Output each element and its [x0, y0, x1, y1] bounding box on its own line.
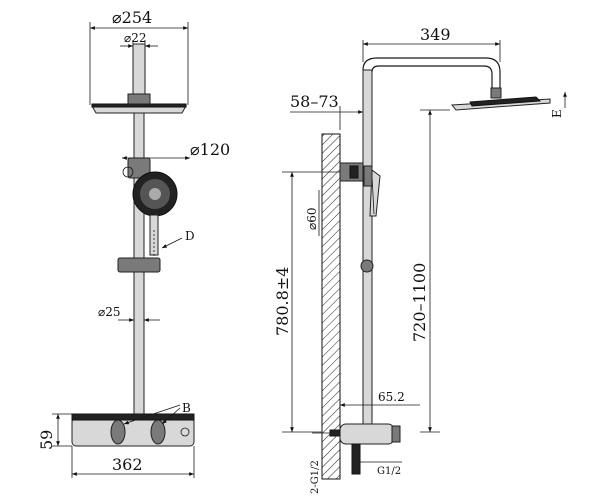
callout-e-label: E	[550, 109, 564, 118]
side-mixer	[329, 423, 401, 445]
front-view: ⌀254 ⌀22 ⌀120	[37, 8, 230, 478]
outlet-connection-label: G1/2	[377, 466, 401, 477]
callout-b: B	[123, 401, 191, 425]
side-riser-pipe	[362, 69, 373, 431]
hand-shower-diameter-label: ⌀120	[190, 140, 230, 159]
label-outlet-connection: G1/2	[360, 461, 402, 477]
callout-d-label: D	[185, 229, 195, 243]
dimension-mixer-height: 59	[37, 413, 72, 450]
lower-bracket	[117, 257, 161, 273]
hand-shower	[132, 171, 178, 257]
side-shower-head	[451, 96, 551, 111]
callout-d: D	[161, 229, 195, 249]
arm-diameter-label: ⌀22	[124, 31, 147, 45]
inlet-connection-label: 2-G1/2	[310, 460, 321, 494]
dimension-hand-shower-diameter: ⌀120	[122, 140, 230, 160]
head-height-label: 720–1100	[410, 263, 429, 342]
side-hand-shower	[363, 165, 381, 217]
side-shower-arm	[362, 57, 502, 99]
wall-offset-label: 58–73	[290, 92, 339, 111]
callout-b-label: B	[182, 401, 191, 415]
outlet-offset-label: 65.2	[378, 390, 405, 404]
wall	[321, 133, 341, 480]
mixer-width-label: 362	[112, 455, 143, 474]
dimension-outlet-offset: 65.2	[340, 390, 420, 420]
callout-e: E	[550, 92, 567, 118]
overhead-shower-head	[89, 22, 189, 114]
arm-reach-label: 349	[420, 25, 451, 44]
rail-diameter-label: ⌀25	[98, 305, 121, 319]
dimension-arm-reach: 349	[362, 25, 501, 62]
bracket-height-label: 780.8±4	[273, 267, 292, 336]
mixer-height-label: 59	[37, 430, 56, 450]
head-diameter-label: ⌀254	[112, 8, 152, 27]
label-inlet-connection: 2-G1/2	[310, 432, 330, 494]
side-view: E 349 58–73	[273, 25, 567, 494]
dimension-bracket-height: 780.8±4	[273, 171, 322, 433]
dimension-wall-offset: 58–73	[290, 92, 363, 130]
upper-wall-bracket	[312, 162, 364, 182]
shower-arm	[132, 40, 146, 95]
holder-diameter-label: ⌀60	[305, 208, 319, 231]
dimension-rail-diameter: ⌀25	[98, 305, 160, 322]
side-lower-bracket	[360, 259, 374, 273]
dimension-arm-diameter: ⌀22	[120, 31, 158, 48]
dimension-holder-diameter: ⌀60	[305, 190, 320, 236]
dimension-mixer-width: 362	[71, 446, 195, 478]
dimension-head-height: 720–1100	[410, 109, 450, 433]
dimension-head-diameter: ⌀254	[90, 8, 188, 30]
side-outlet-pipe	[351, 443, 361, 475]
thermostatic-mixer	[71, 413, 195, 447]
